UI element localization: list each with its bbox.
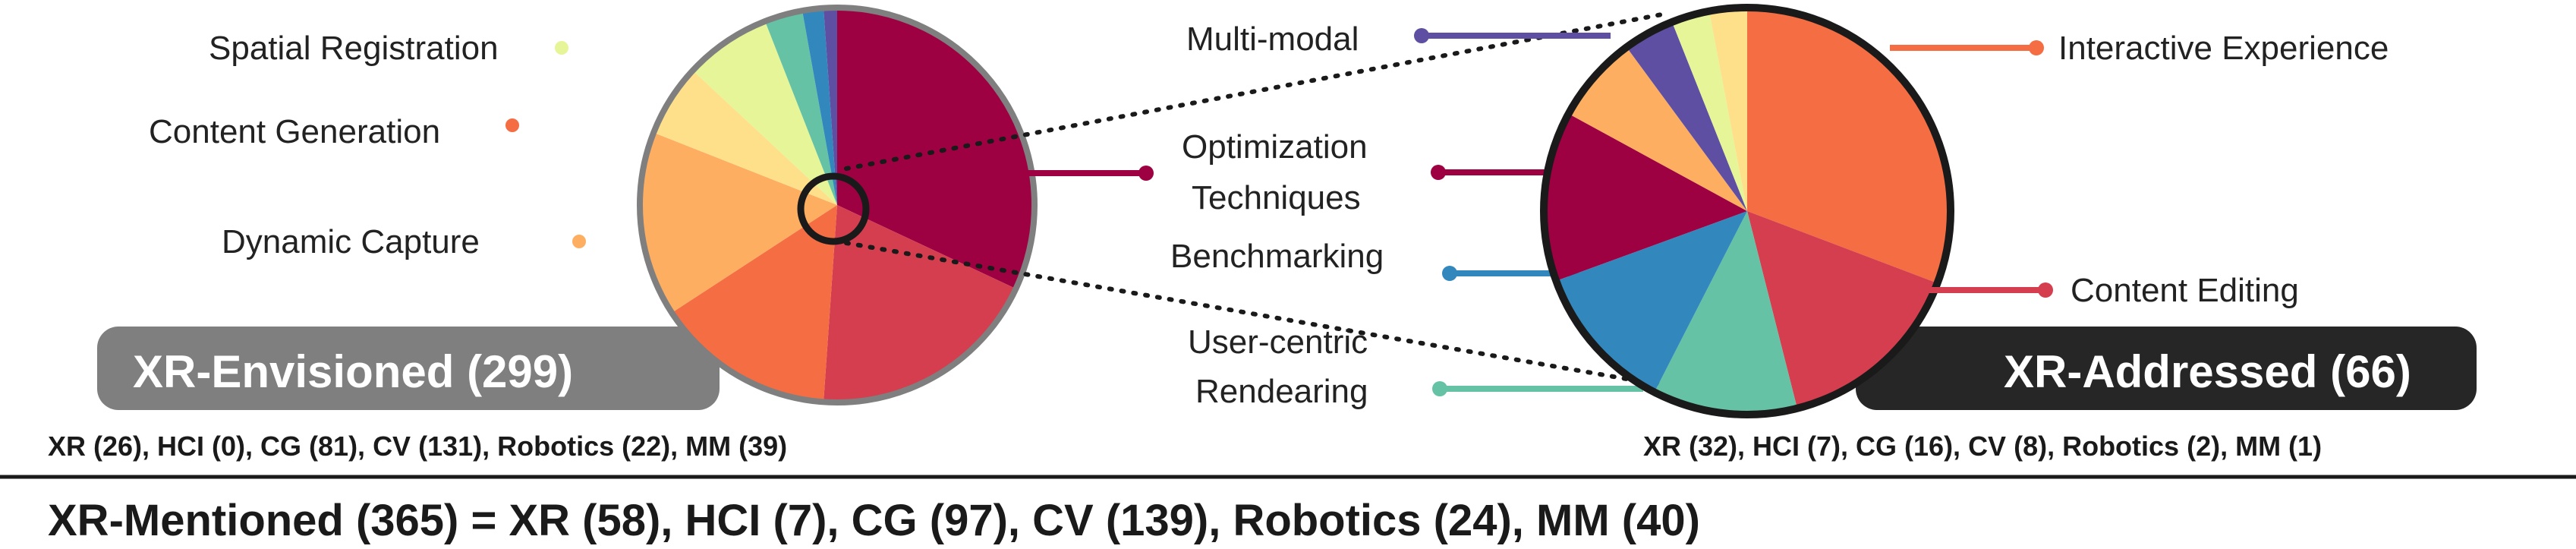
xr-envisioned-pie xyxy=(637,5,1038,405)
callout-label-interactive-experience: Interactive Experience xyxy=(2058,30,2389,67)
xr-envisioned-badge-label: XR-Envisioned (299) xyxy=(133,346,573,397)
callout-label-spatial-registration: Spatial Registration xyxy=(209,30,499,67)
callout-label-dynamic-capture: Dynamic Capture xyxy=(222,223,480,260)
pie-slice-content-editing xyxy=(1747,211,1938,409)
zoom-connector-top xyxy=(844,11,1668,171)
zoom-connector-bottom xyxy=(844,241,1699,393)
callout-label-content-editing: Content Editing xyxy=(2071,272,2299,309)
callout-dot-multi-modal xyxy=(1414,28,1429,43)
label-optimization-line1: Optimization xyxy=(1182,128,1368,166)
xr-addressed-venues: XR (32), HCI (7), CG (16), CV (8), Robot… xyxy=(1643,431,2322,462)
xr-addressed-badge-label: XR-Addressed (66) xyxy=(2004,346,2411,397)
middle-labels: Multi-modal Optimization Techniques Benc… xyxy=(1170,21,1643,410)
pie-slice-user-centric-rendering xyxy=(1655,211,1797,415)
xr-envisioned-panel: XR-Envisioned (299) Spatial Registration… xyxy=(48,5,1154,462)
pie-slice-dynamic-capture xyxy=(640,133,837,313)
callout-dot-dynamic-capture xyxy=(572,235,586,248)
callout-dot-benchmarking xyxy=(1442,266,1457,281)
pie-slice-benchmarking xyxy=(1556,211,1747,392)
pie-border xyxy=(1540,4,1954,418)
pie-slice-dynamic-capture xyxy=(1569,47,1747,211)
callout-dot-spatial-registration xyxy=(555,41,568,55)
pie-slice-content-generation xyxy=(654,71,837,205)
zoom-circle xyxy=(797,172,870,245)
pie-slice-multi-modal xyxy=(1627,22,1747,211)
label-user-centric-line2: Rendearing xyxy=(1195,373,1368,410)
xr-envisioned-badge xyxy=(97,327,720,410)
pie-slice-multi-modal xyxy=(824,7,837,206)
callout-dot-content-generation xyxy=(505,118,519,132)
xr-mentioned-total: XR-Mentioned (365) = XR (58), HCI (7), C… xyxy=(48,496,1700,545)
xr-envisioned-venues: XR (26), HCI (0), CG (81), CV (131), Rob… xyxy=(48,431,787,462)
callout-dot-content-editing xyxy=(2038,282,2053,298)
xr-addressed-panel: XR-Addressed (66) Interactive Experience… xyxy=(1540,4,2477,462)
label-optimization-line2: Techniques xyxy=(1192,179,1361,216)
pie-slice-interactive-experience xyxy=(672,205,837,402)
callout-label-content-generation: Content Generation xyxy=(149,113,440,150)
pie-slice-content-editing xyxy=(824,205,1016,403)
label-benchmarking: Benchmarking xyxy=(1170,238,1384,275)
callout-dot-interactive-experience xyxy=(2029,40,2044,55)
label-multi-modal: Multi-modal xyxy=(1186,21,1359,58)
pie-slice-spatial-registration xyxy=(693,21,837,205)
label-user-centric-line1: User-centric xyxy=(1188,323,1368,361)
callout-dot-user-centric xyxy=(1432,381,1447,396)
callout-dot-optimization-left xyxy=(1138,166,1154,181)
pie-border xyxy=(637,5,1038,405)
pie-slice-optimization-techniques xyxy=(1544,114,1747,281)
pie-slice-user-centric-rendering xyxy=(765,11,837,205)
pie-slice-spatial-registration xyxy=(1672,11,1747,211)
pie-slice-content-generation xyxy=(1709,8,1747,211)
pie-slice-benchmarking xyxy=(802,8,837,205)
xr-addressed-badge xyxy=(1856,327,2477,410)
callout-dot-optimization-right xyxy=(1431,165,1446,180)
xr-addressed-pie xyxy=(1540,4,1954,418)
